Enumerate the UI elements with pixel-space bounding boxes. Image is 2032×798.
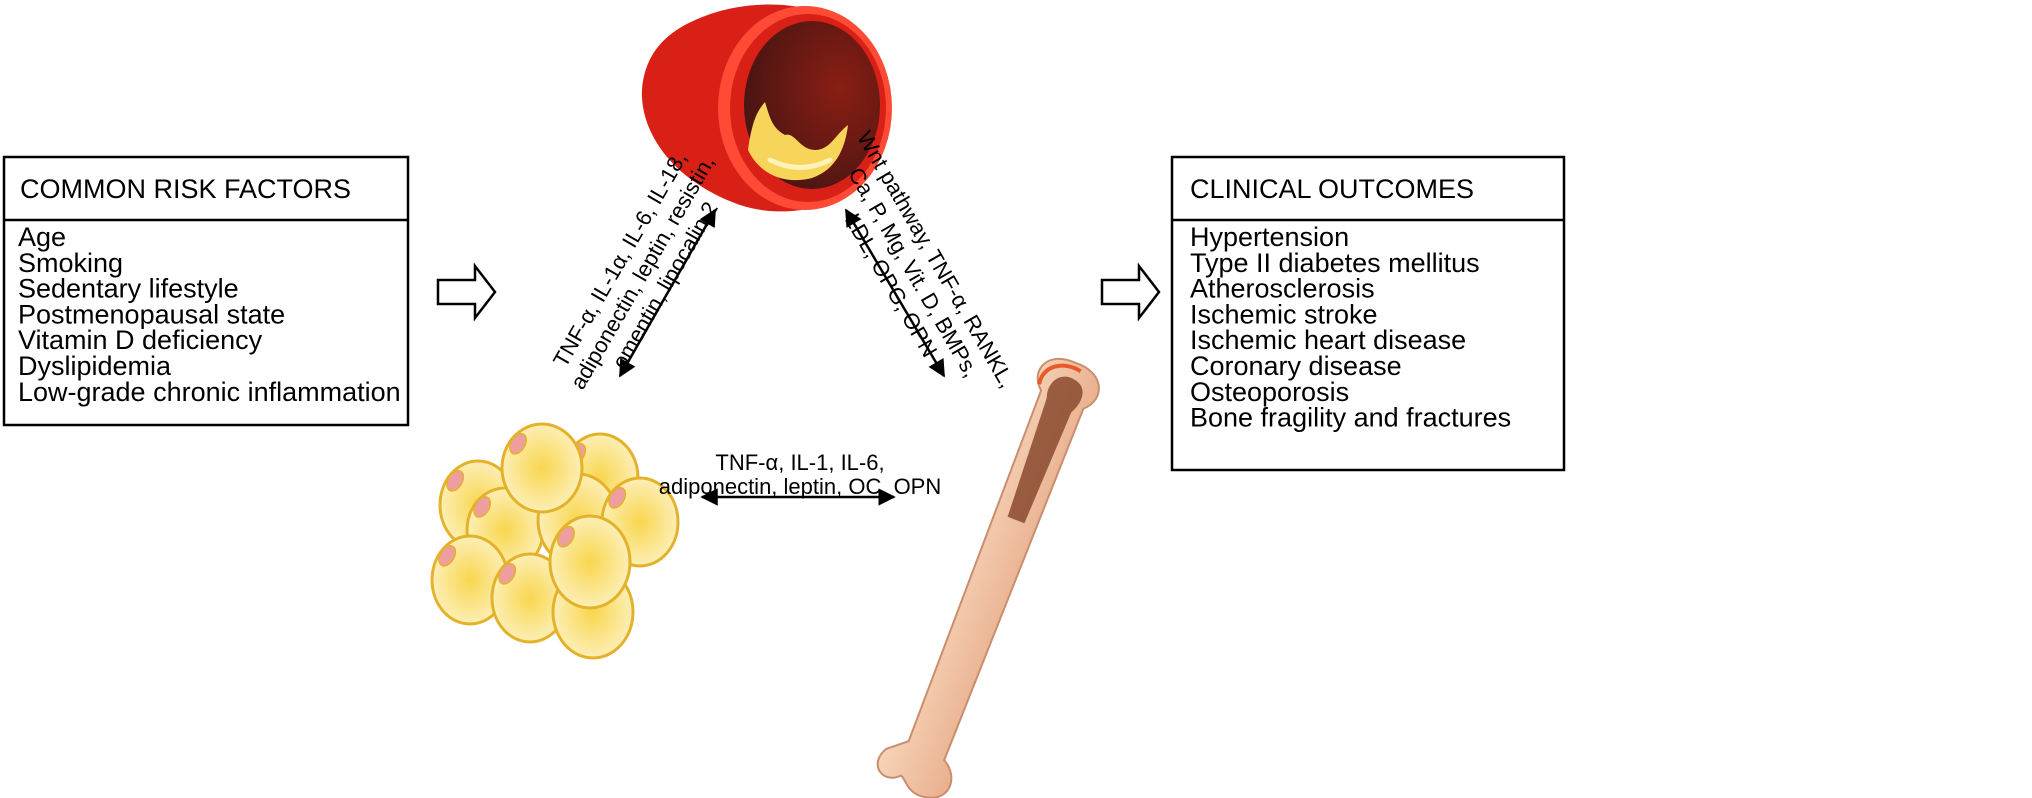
risk-factors-title: COMMON RISK FACTORS	[20, 174, 351, 204]
risk-factor-item: Low-grade chronic inflammation	[18, 377, 401, 407]
hollow-arrow-right-icon	[436, 262, 497, 322]
risk-factor-item: Smoking	[18, 248, 123, 278]
adipose-vessel-arrow	[618, 208, 717, 378]
link-label-line: adiponectin, leptin, resistin,	[565, 151, 719, 393]
risk-factor-item: Postmenopausal state	[18, 299, 285, 329]
adipocyte-nucleus	[608, 486, 627, 509]
clinical-outcome-item: Hypertension	[1190, 222, 1349, 252]
adipocyte-nucleus	[557, 525, 575, 548]
link-label-line: TNF-α, IL-1, IL-6,	[715, 450, 884, 475]
clinical-outcome-item: Osteoporosis	[1190, 377, 1349, 407]
adipocyte-nucleus	[438, 544, 457, 567]
risk-factors-box: COMMON RISK FACTORS AgeSmokingSedentary …	[2, 155, 410, 427]
risk-factor-item: Dyslipidemia	[18, 351, 172, 381]
adipose-bone-label: TNF-α, IL-1, IL-6,adiponectin, leptin, O…	[659, 450, 941, 499]
vessel-bone-arrow	[844, 208, 946, 378]
clinical-outcome-item: Atherosclerosis	[1190, 274, 1375, 304]
risk-factor-item: Age	[18, 222, 66, 252]
clinical-outcome-item: Coronary disease	[1190, 351, 1402, 381]
adipocytes-illustration	[430, 422, 680, 660]
link-label-line: adiponectin, leptin, OC, OPN	[659, 474, 941, 499]
risk-factor-item: Vitamin D deficiency	[18, 325, 263, 355]
clinical-outcome-item: Ischemic heart disease	[1190, 325, 1466, 355]
bone-illustration	[876, 357, 1100, 798]
clinical-outcome-item: Type II diabetes mellitus	[1190, 248, 1480, 278]
adipocyte-nucleus	[509, 432, 527, 455]
clinical-outcome-item: Bone fragility and fractures	[1190, 403, 1511, 433]
adipocyte-nucleus	[473, 496, 492, 518]
hollow-arrow-right-icon	[1100, 262, 1161, 322]
blood-vessel-illustration	[641, 4, 892, 212]
adipocyte-nucleus	[498, 562, 517, 585]
adipocyte-nucleus	[446, 469, 465, 492]
clinical-outcome-item: Ischemic stroke	[1190, 299, 1378, 329]
risk-factor-item: Sedentary lifestyle	[18, 274, 239, 304]
clinical-outcomes-title: CLINICAL OUTCOMES	[1190, 174, 1474, 204]
